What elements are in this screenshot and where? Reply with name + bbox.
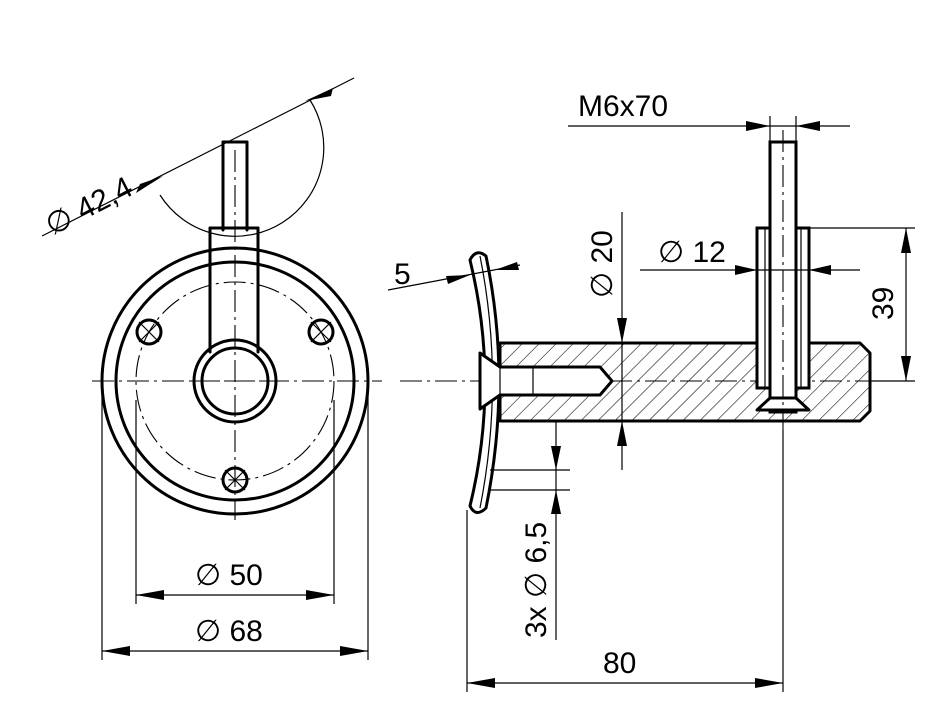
dim-d42-text: ∅ 42,4 <box>40 171 138 243</box>
mounting-hole-bottom <box>221 466 249 494</box>
dim-m6-lines <box>568 116 850 142</box>
dim-d50-text: ∅ 50 <box>195 559 263 592</box>
support-arm <box>208 226 260 354</box>
dim-d12-text: ∅ 12 <box>658 236 726 269</box>
dim-80-lines <box>466 430 784 692</box>
dim-39-text: 39 <box>867 287 900 320</box>
dim-d20-lines <box>617 212 627 470</box>
dim-holes-lines <box>490 420 570 640</box>
dim-d42-leader <box>41 77 355 237</box>
countersunk-screw <box>478 351 614 411</box>
tube-arc <box>159 99 325 237</box>
dim-39-lines <box>809 227 915 382</box>
dim-holes-text: 3x ∅ 6,5 <box>520 522 553 638</box>
dim-d50-lines <box>135 400 335 604</box>
side-view: 5 ∅ 20 ∅ 12 M6x70 <box>387 90 915 692</box>
dim-m6-text: M6x70 <box>578 90 668 123</box>
dim-80-text: 80 <box>603 647 636 680</box>
dim-d68-text: ∅ 68 <box>195 615 263 648</box>
dim-d68-lines <box>101 381 369 660</box>
dim-5-leader <box>387 262 521 291</box>
flange-inner-circle <box>114 260 356 502</box>
dim-d20-text: ∅ 20 <box>586 230 619 298</box>
mounting-hole-right <box>307 318 335 346</box>
dim-5-text: 5 <box>394 258 411 291</box>
mounting-hole-left <box>135 318 163 346</box>
front-view: ∅ 42,4 ∅ 50 ∅ 68 <box>40 77 382 660</box>
dim-d12-lines <box>640 265 860 275</box>
vertical-bolt <box>755 130 811 430</box>
